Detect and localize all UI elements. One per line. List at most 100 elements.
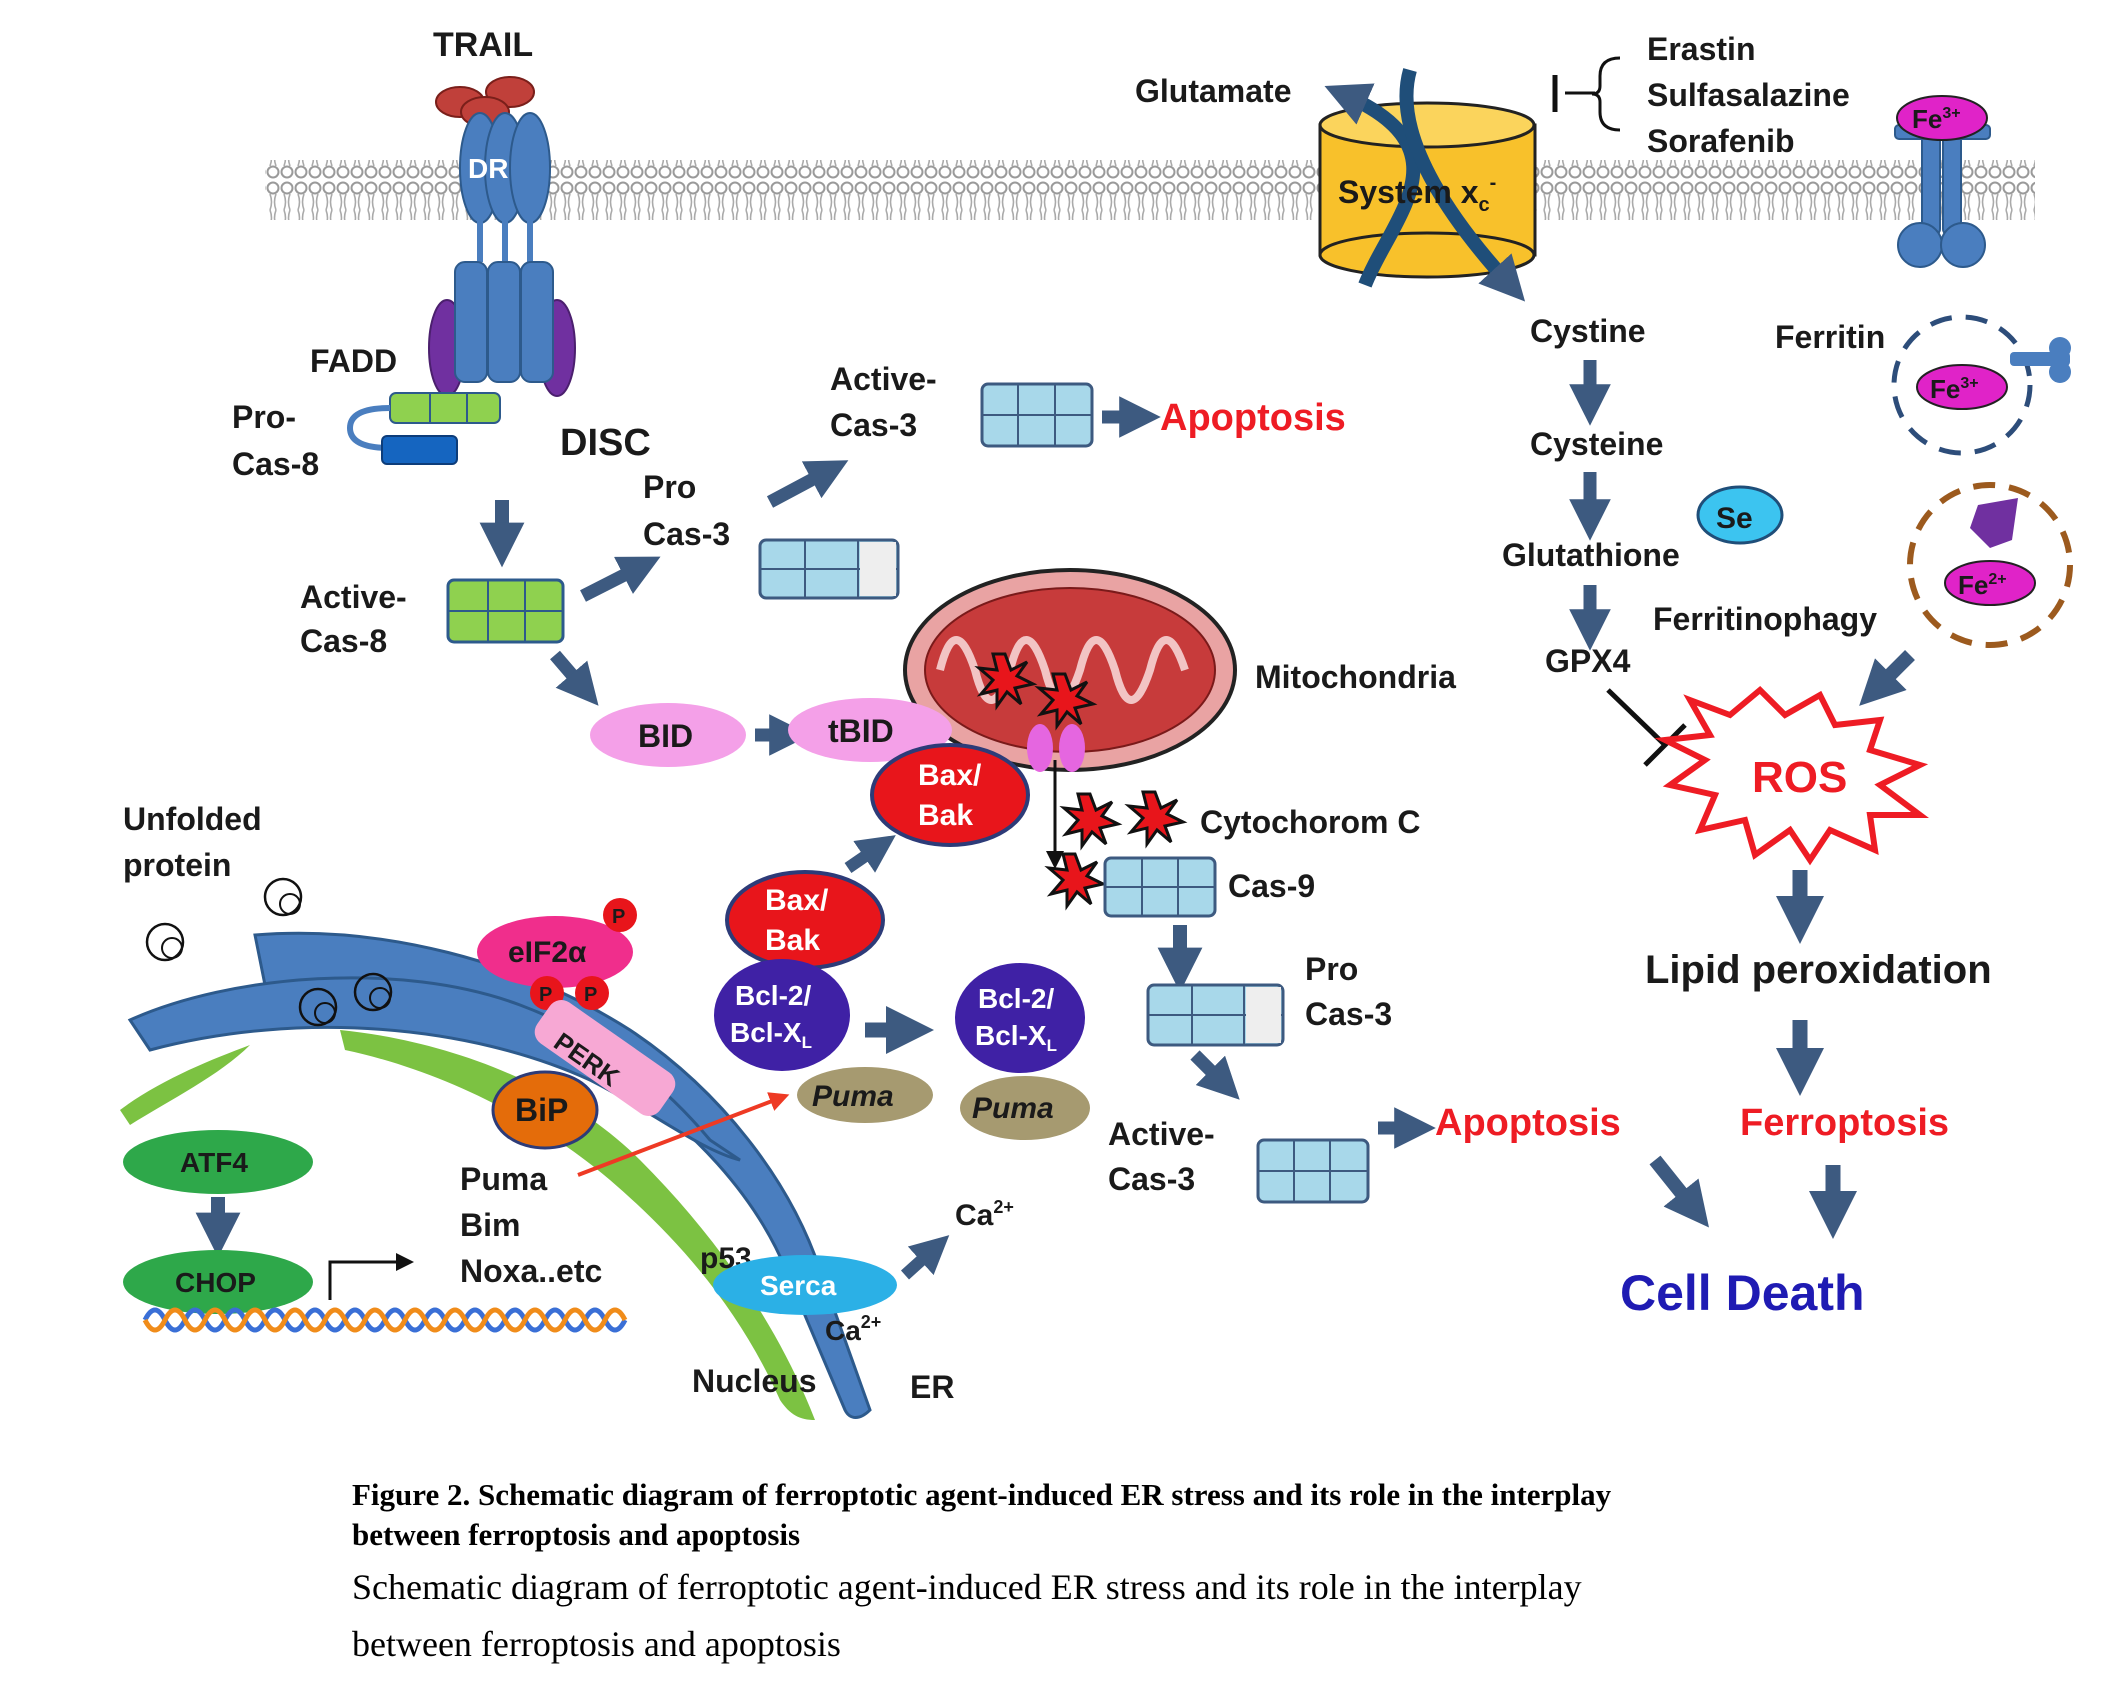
pro-cas8-label-1: Pro- xyxy=(232,399,296,435)
ros-burst xyxy=(1654,685,1929,866)
system-xc-transporter xyxy=(1318,68,1537,302)
dna-helix xyxy=(142,1307,628,1333)
er-label: ER xyxy=(910,1369,954,1405)
pro-cas3-top-label-1: Pro xyxy=(643,469,696,505)
bax-bak-2-label-2: Bak xyxy=(765,924,820,957)
lipid-peroxidation-label: Lipid peroxidation xyxy=(1645,948,1992,992)
gpx4-label: GPX4 xyxy=(1545,643,1631,679)
ferroptosis-label: Ferroptosis xyxy=(1740,1102,1949,1144)
selenium xyxy=(1696,485,1784,545)
puma-1 xyxy=(797,1067,933,1123)
ca-outer-label: Ca2+ xyxy=(955,1197,1014,1232)
glutathione-label: Glutathione xyxy=(1502,537,1680,573)
apoptosis-mid-label: Apoptosis xyxy=(1435,1102,1621,1144)
unfolded-protein-label-1: Unfolded xyxy=(123,801,262,837)
phospho-label-3: P xyxy=(584,984,597,1006)
nucleus-envelope xyxy=(120,1030,815,1420)
sorafenib-label: Sorafenib xyxy=(1647,123,1795,159)
bcl2-2-label-1: Bcl-2/ xyxy=(978,983,1054,1014)
bax-bak-1-label-1: Bax/ xyxy=(918,759,982,792)
perk xyxy=(534,1000,676,1116)
cas9 xyxy=(1103,856,1217,918)
active-cas3-top-label-2: Cas-3 xyxy=(830,407,917,443)
bcl2-1 xyxy=(714,959,850,1071)
bcl2-1-label-2: Bcl-XL xyxy=(730,1017,812,1052)
cell-death-label: Cell Death xyxy=(1620,1265,1865,1321)
serca xyxy=(713,1255,897,1315)
fe2-label: Fe2+ xyxy=(1958,570,2007,600)
caption-body-line-1: Schematic diagram of ferroptotic agent-i… xyxy=(352,1567,1582,1607)
system-xc-label: System xc- xyxy=(1338,172,1496,216)
puma-1-label: Puma xyxy=(812,1080,894,1113)
mitochondria xyxy=(903,568,1237,772)
bcl2-2-label-2: Bcl-XL xyxy=(975,1020,1057,1055)
phospho-label-1: P xyxy=(612,906,625,928)
pro-cas3-mid-label-1: Pro xyxy=(1305,951,1358,987)
ferritin-label: Ferritin xyxy=(1775,319,1885,355)
pore-proteins xyxy=(1027,724,1085,772)
ros-label: ROS xyxy=(1752,753,1847,802)
cytochrome-c-stars xyxy=(974,652,1188,911)
disc-label: DISC xyxy=(560,422,651,464)
puma-list-2: Bim xyxy=(460,1207,520,1243)
caption-body-line-2: between ferroptosis and apoptosis xyxy=(352,1624,841,1664)
unfolded-protein-label-2: protein xyxy=(123,847,231,883)
bax-bak-1-label-2: Bak xyxy=(918,799,973,832)
chop xyxy=(123,1250,313,1314)
transferrin-receptor xyxy=(1894,95,1991,268)
active-cas3-top xyxy=(980,382,1094,448)
bip xyxy=(491,1070,599,1150)
puma-list-1: Puma xyxy=(460,1161,547,1197)
pro-cas3-top-label-2: Cas-3 xyxy=(643,516,730,552)
inhibitor-bracket xyxy=(1552,56,1621,132)
bid xyxy=(590,703,746,767)
apoptosis-top-label: Apoptosis xyxy=(1160,397,1346,439)
bcl2-1-label-1: Bcl-2/ xyxy=(735,980,811,1011)
erastin-label: Erastin xyxy=(1647,31,1755,67)
bid-label: BID xyxy=(638,718,693,754)
dr-label: DR xyxy=(468,153,508,184)
eif2a-label: eIF2α xyxy=(508,936,587,969)
death-receptor xyxy=(459,112,551,262)
ferritin xyxy=(1891,314,2071,456)
bcl2-2 xyxy=(955,963,1085,1073)
caption-body: Schematic diagram of ferroptotic agent-i… xyxy=(352,1559,1952,1673)
mitochondria-label: Mitochondria xyxy=(1255,659,1456,695)
ferritinophagy-label: Ferritinophagy xyxy=(1653,601,1877,637)
caption-title: Figure 2. Schematic diagram of ferroptot… xyxy=(352,1475,1952,1555)
fe3-top-label: Fe3+ xyxy=(1912,104,1961,134)
caption-title-line-2: between ferroptosis and apoptosis xyxy=(352,1517,801,1552)
cell-membrane xyxy=(265,160,2035,220)
puma-list-3: Noxa..etc xyxy=(460,1253,602,1289)
atf4-label: ATF4 xyxy=(180,1147,248,1178)
bax-bak-2-label-1: Bax/ xyxy=(765,884,829,917)
pro-cas3-mid-label-2: Cas-3 xyxy=(1305,996,1392,1032)
bax-bak-1 xyxy=(870,743,1030,847)
serca-label: Serca xyxy=(760,1270,837,1301)
eif2a xyxy=(477,916,633,988)
pro-cas3-mid xyxy=(1146,983,1285,1047)
se-label: Se xyxy=(1716,502,1753,535)
tbid-label: tBID xyxy=(828,713,894,749)
active-cas3-mid xyxy=(1256,1138,1370,1204)
cysteine-label: Cysteine xyxy=(1530,426,1663,462)
phospho-label-2: P xyxy=(539,984,552,1006)
chop-label: CHOP xyxy=(175,1267,256,1298)
gpx4-inhibition xyxy=(1606,688,1687,767)
transcription-arrow xyxy=(328,1253,414,1300)
ca-inner-label: Ca2+ xyxy=(825,1312,881,1346)
figure-caption: Figure 2. Schematic diagram of ferroptot… xyxy=(352,1475,1952,1673)
atf4 xyxy=(123,1130,313,1194)
nucleus-label: Nucleus xyxy=(692,1363,816,1399)
active-cas8-label-2: Cas-8 xyxy=(300,623,387,659)
unfolded-protein-tangles xyxy=(145,877,393,1027)
pro-cas3-top xyxy=(758,538,900,600)
cytochrome-c-label: Cytochorom C xyxy=(1200,804,1420,840)
active-cas3-mid-label-2: Cas-3 xyxy=(1108,1161,1195,1197)
active-cas3-mid-label-1: Active- xyxy=(1108,1116,1215,1152)
ferritinophagy-vesicle xyxy=(1907,482,2073,648)
tbid xyxy=(788,698,952,762)
pro-cas8-label-2: Cas-8 xyxy=(232,446,319,482)
cystine-label: Cystine xyxy=(1530,313,1646,349)
sulfasalazine-label: Sulfasalazine xyxy=(1647,77,1850,113)
